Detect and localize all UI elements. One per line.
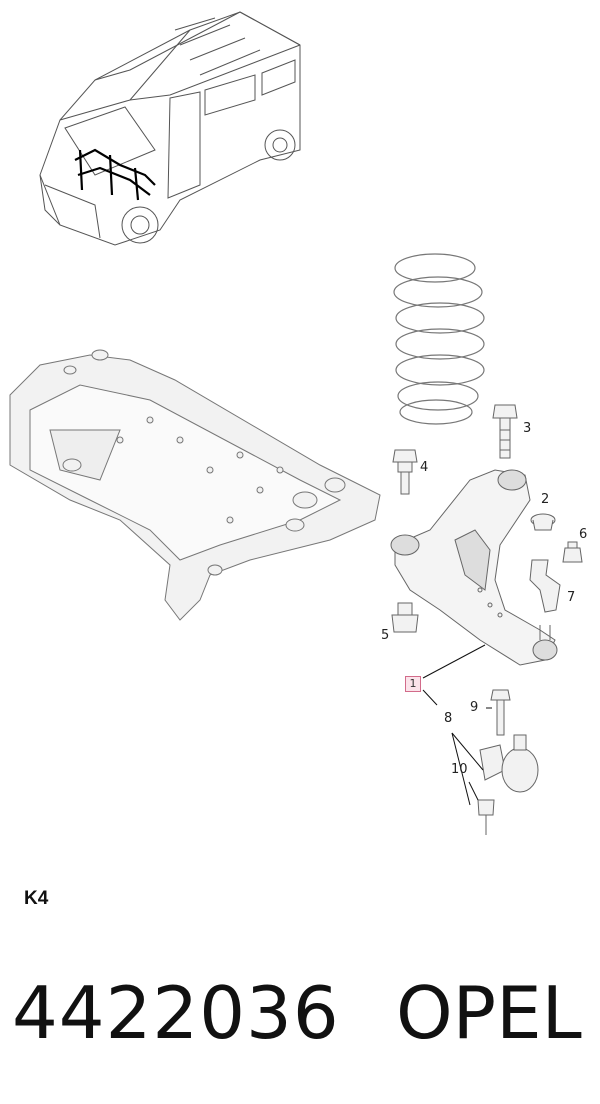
callout-8: 8 xyxy=(444,711,453,726)
coil-spring xyxy=(393,253,485,425)
bracket-7 xyxy=(529,559,561,613)
nut-2 xyxy=(530,513,556,531)
callout-3: 3 xyxy=(523,421,532,436)
bolt-4 xyxy=(392,449,418,495)
subframe xyxy=(9,349,381,621)
bolt-3 xyxy=(492,404,518,459)
highlighted-subframe-icon xyxy=(74,148,156,201)
callout-5: 5 xyxy=(381,628,390,643)
callout-10: 10 xyxy=(451,762,468,777)
callout-1: 1 xyxy=(405,676,421,692)
leader-lines xyxy=(422,644,492,806)
callout-4: 4 xyxy=(420,460,429,475)
nut-5 xyxy=(391,602,419,633)
ball-joint xyxy=(477,689,539,835)
callout-7: 7 xyxy=(567,590,576,605)
parts-diagram xyxy=(9,11,583,835)
van-illustration xyxy=(39,11,301,246)
part-number: 4422036 xyxy=(12,971,340,1055)
callout-6: 6 xyxy=(579,527,588,542)
brand-name: OPEL xyxy=(396,971,582,1055)
nut-6 xyxy=(562,541,583,563)
section-code: K4 xyxy=(24,888,49,909)
callout-2: 2 xyxy=(541,492,550,507)
control-arm xyxy=(390,469,558,666)
callout-9: 9 xyxy=(470,700,479,715)
